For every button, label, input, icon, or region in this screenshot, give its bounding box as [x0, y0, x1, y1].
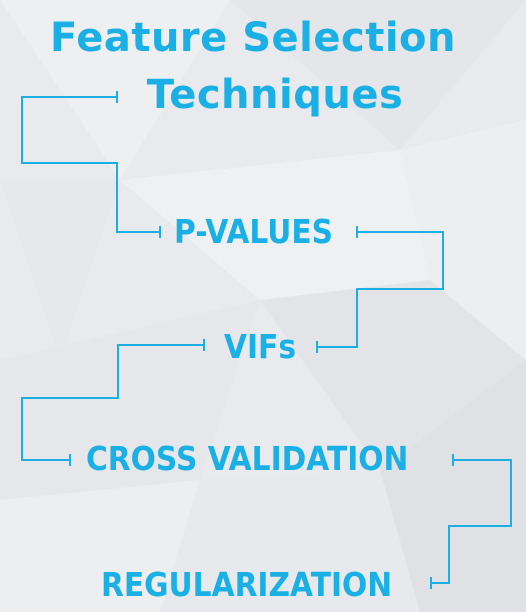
technique-pvalues: P-VALUES [174, 212, 334, 251]
connector-vifs-to-cv [21, 344, 204, 461]
technique-vifs: VIFs [224, 327, 297, 366]
technique-regularization: REGULARIZATION [101, 565, 393, 604]
connector-pvalues-to-vifs [317, 231, 444, 348]
connector-title-to-pvalues [21, 96, 160, 233]
title-line-1: Feature Selection [50, 15, 456, 61]
technique-cross-validation: CROSS VALIDATION [86, 439, 409, 478]
connector-cv-to-reg [431, 459, 512, 584]
title-line-2: Techniques [146, 72, 404, 118]
